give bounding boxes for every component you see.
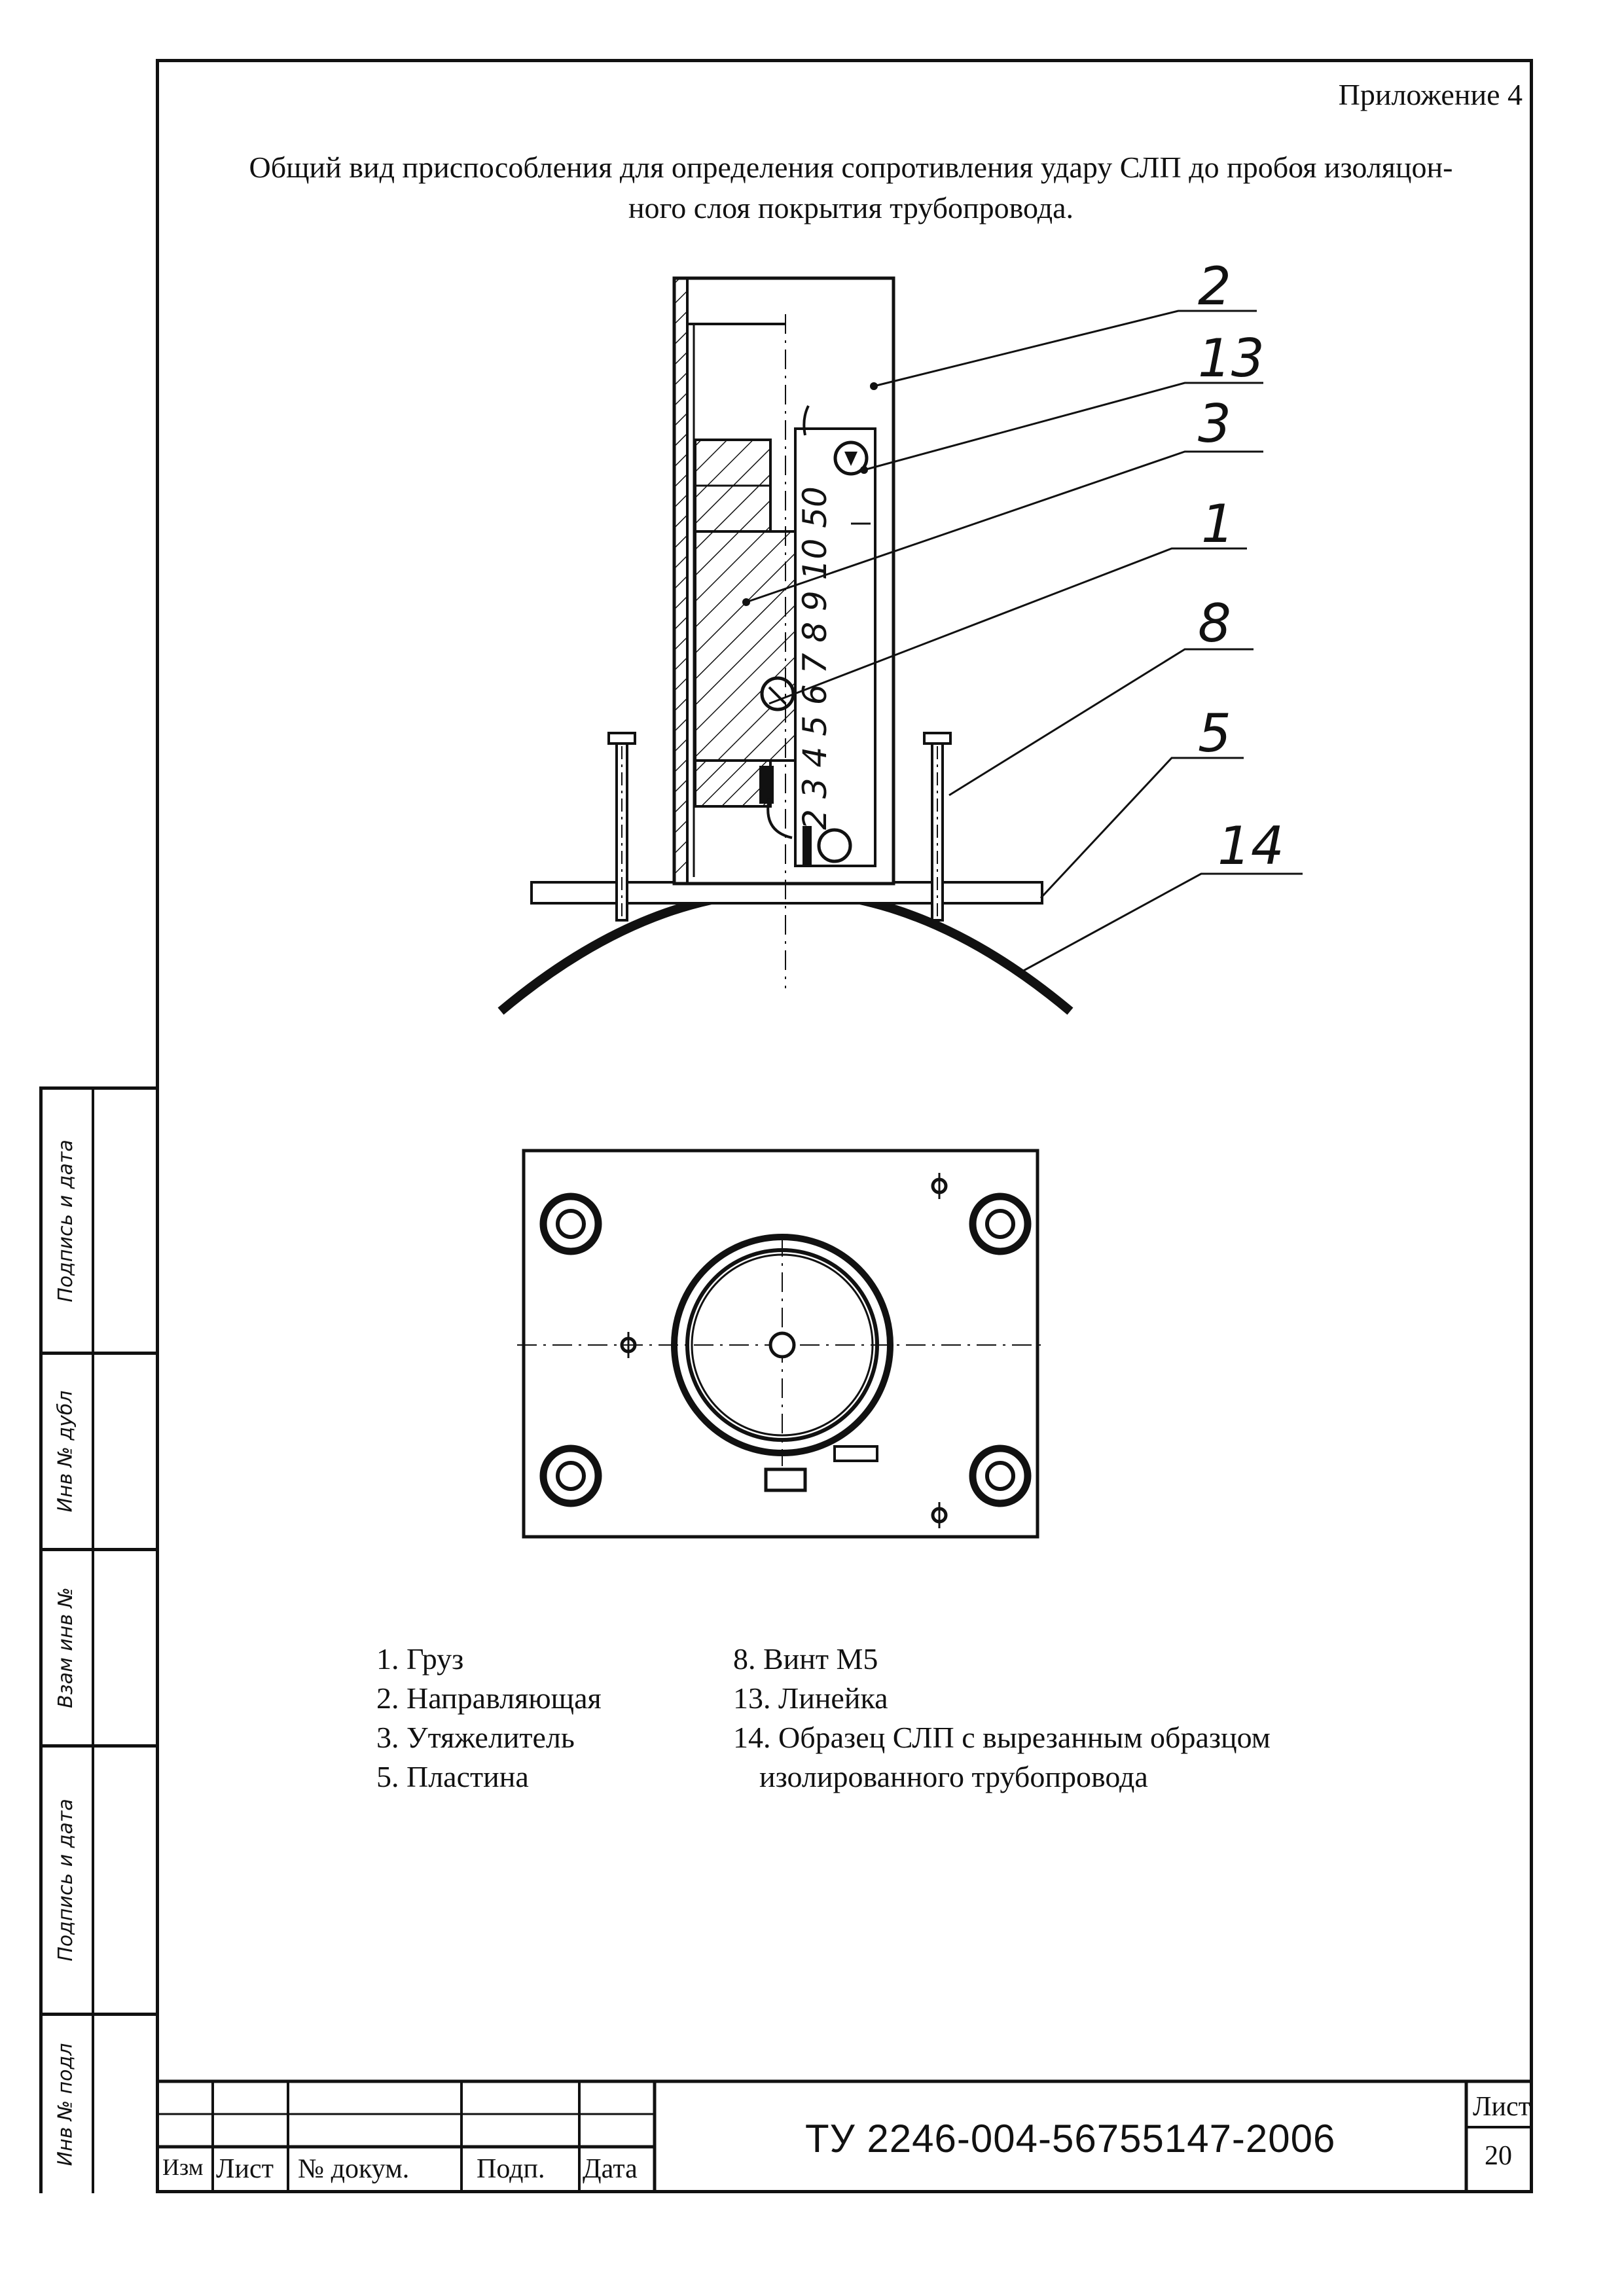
legend-item-2: 2. Направляющая — [376, 1681, 602, 1715]
guide-wall-left — [673, 277, 689, 885]
legend-item-8: 8. Винт М5 — [733, 1642, 878, 1676]
plan-screw-tr — [969, 1193, 1032, 1255]
ruler-strip — [794, 427, 876, 867]
plan-view — [517, 1149, 1047, 1539]
leader-13 — [863, 382, 1263, 471]
figure-caption: Общий вид приспособления для определения… — [183, 147, 1519, 228]
callout-13: 13 — [1198, 328, 1265, 389]
side-cell-dup-inv: Инв № дубл — [39, 1352, 159, 1548]
leader-5 — [1039, 757, 1244, 899]
side-cell-signature-2: Подпись и дата — [39, 1744, 159, 2013]
page-frame — [156, 59, 1533, 2193]
caption-line-1: Общий вид приспособления для определения… — [249, 151, 1453, 184]
callout-5: 5 — [1198, 703, 1231, 764]
leader-14 — [1020, 872, 1303, 973]
legend-item-1: 1. Груз — [376, 1642, 464, 1676]
legend-item-5: 5. Пластина — [376, 1760, 529, 1793]
legend-left: 1. Груз 2. Направляющая 3. Утяжелитель 5… — [376, 1640, 602, 1797]
plan-screw-tl — [539, 1193, 602, 1255]
callout-8: 8 — [1198, 593, 1231, 654]
leader-3 — [746, 450, 1263, 603]
side-view — [497, 276, 1303, 1015]
document-code: ТУ 2246-004-56755147-2006 — [805, 2117, 1336, 2161]
tb-col-change: Изм — [162, 2154, 204, 2180]
legend-item-14-cont: изолированного трубопровода — [759, 1760, 1148, 1793]
leader-8 — [948, 648, 1254, 797]
side-cell-replace-inv: Взам инв № — [39, 1548, 159, 1744]
side-cell-orig-inv: Инв № подл — [39, 2013, 159, 2193]
tb-col-signature: Подп. — [477, 2154, 545, 2184]
plan-screw-br — [969, 1444, 1032, 1507]
ruler-bottom-screw — [817, 828, 852, 863]
legend-item-3: 3. Утяжелитель — [376, 1721, 575, 1754]
leader-1 — [768, 547, 1247, 705]
leader-2 — [873, 310, 1257, 387]
tb-col-doc-number: № докум. — [298, 2154, 410, 2184]
tb-col-sheet: Лист — [216, 2154, 274, 2184]
plan-screw-bl — [539, 1444, 602, 1507]
guide-ring-inner — [685, 1248, 879, 1442]
sheet-number: 20 — [1485, 2141, 1512, 2171]
screw-right — [923, 732, 952, 922]
guide-ring-outer — [671, 1234, 893, 1456]
lock-bracket — [764, 1467, 807, 1492]
side-strip: Подпись и дата Инв № дубл Взам инв № Под… — [39, 1086, 159, 2193]
callout-2: 2 — [1198, 256, 1231, 317]
tb-col-date: Дата — [583, 2154, 638, 2184]
side-cell-signature-1: Подпись и дата — [39, 1086, 159, 1352]
caption-line-2: ного слоя покрытия трубопровода. — [628, 191, 1074, 224]
callout-3: 3 — [1198, 393, 1231, 454]
appendix-label: Приложение 4 — [1338, 78, 1523, 111]
screw-left — [607, 732, 636, 922]
callout-1: 1 — [1201, 493, 1235, 554]
weighting-body — [694, 530, 798, 762]
legend-item-14: 14. Образец СЛП с вырезанным образцом — [733, 1721, 1271, 1754]
sheet-label: Лист — [1473, 2092, 1530, 2122]
legend-item-13: 13. Линейка — [733, 1681, 888, 1715]
legend-right: 8. Винт М5 13. Линейка 14. Образец СЛП с… — [733, 1640, 1271, 1797]
ruler-scale: 2 3 4 5 6 7 8 9 10 50 — [796, 486, 834, 830]
callout-14: 14 — [1218, 816, 1284, 876]
